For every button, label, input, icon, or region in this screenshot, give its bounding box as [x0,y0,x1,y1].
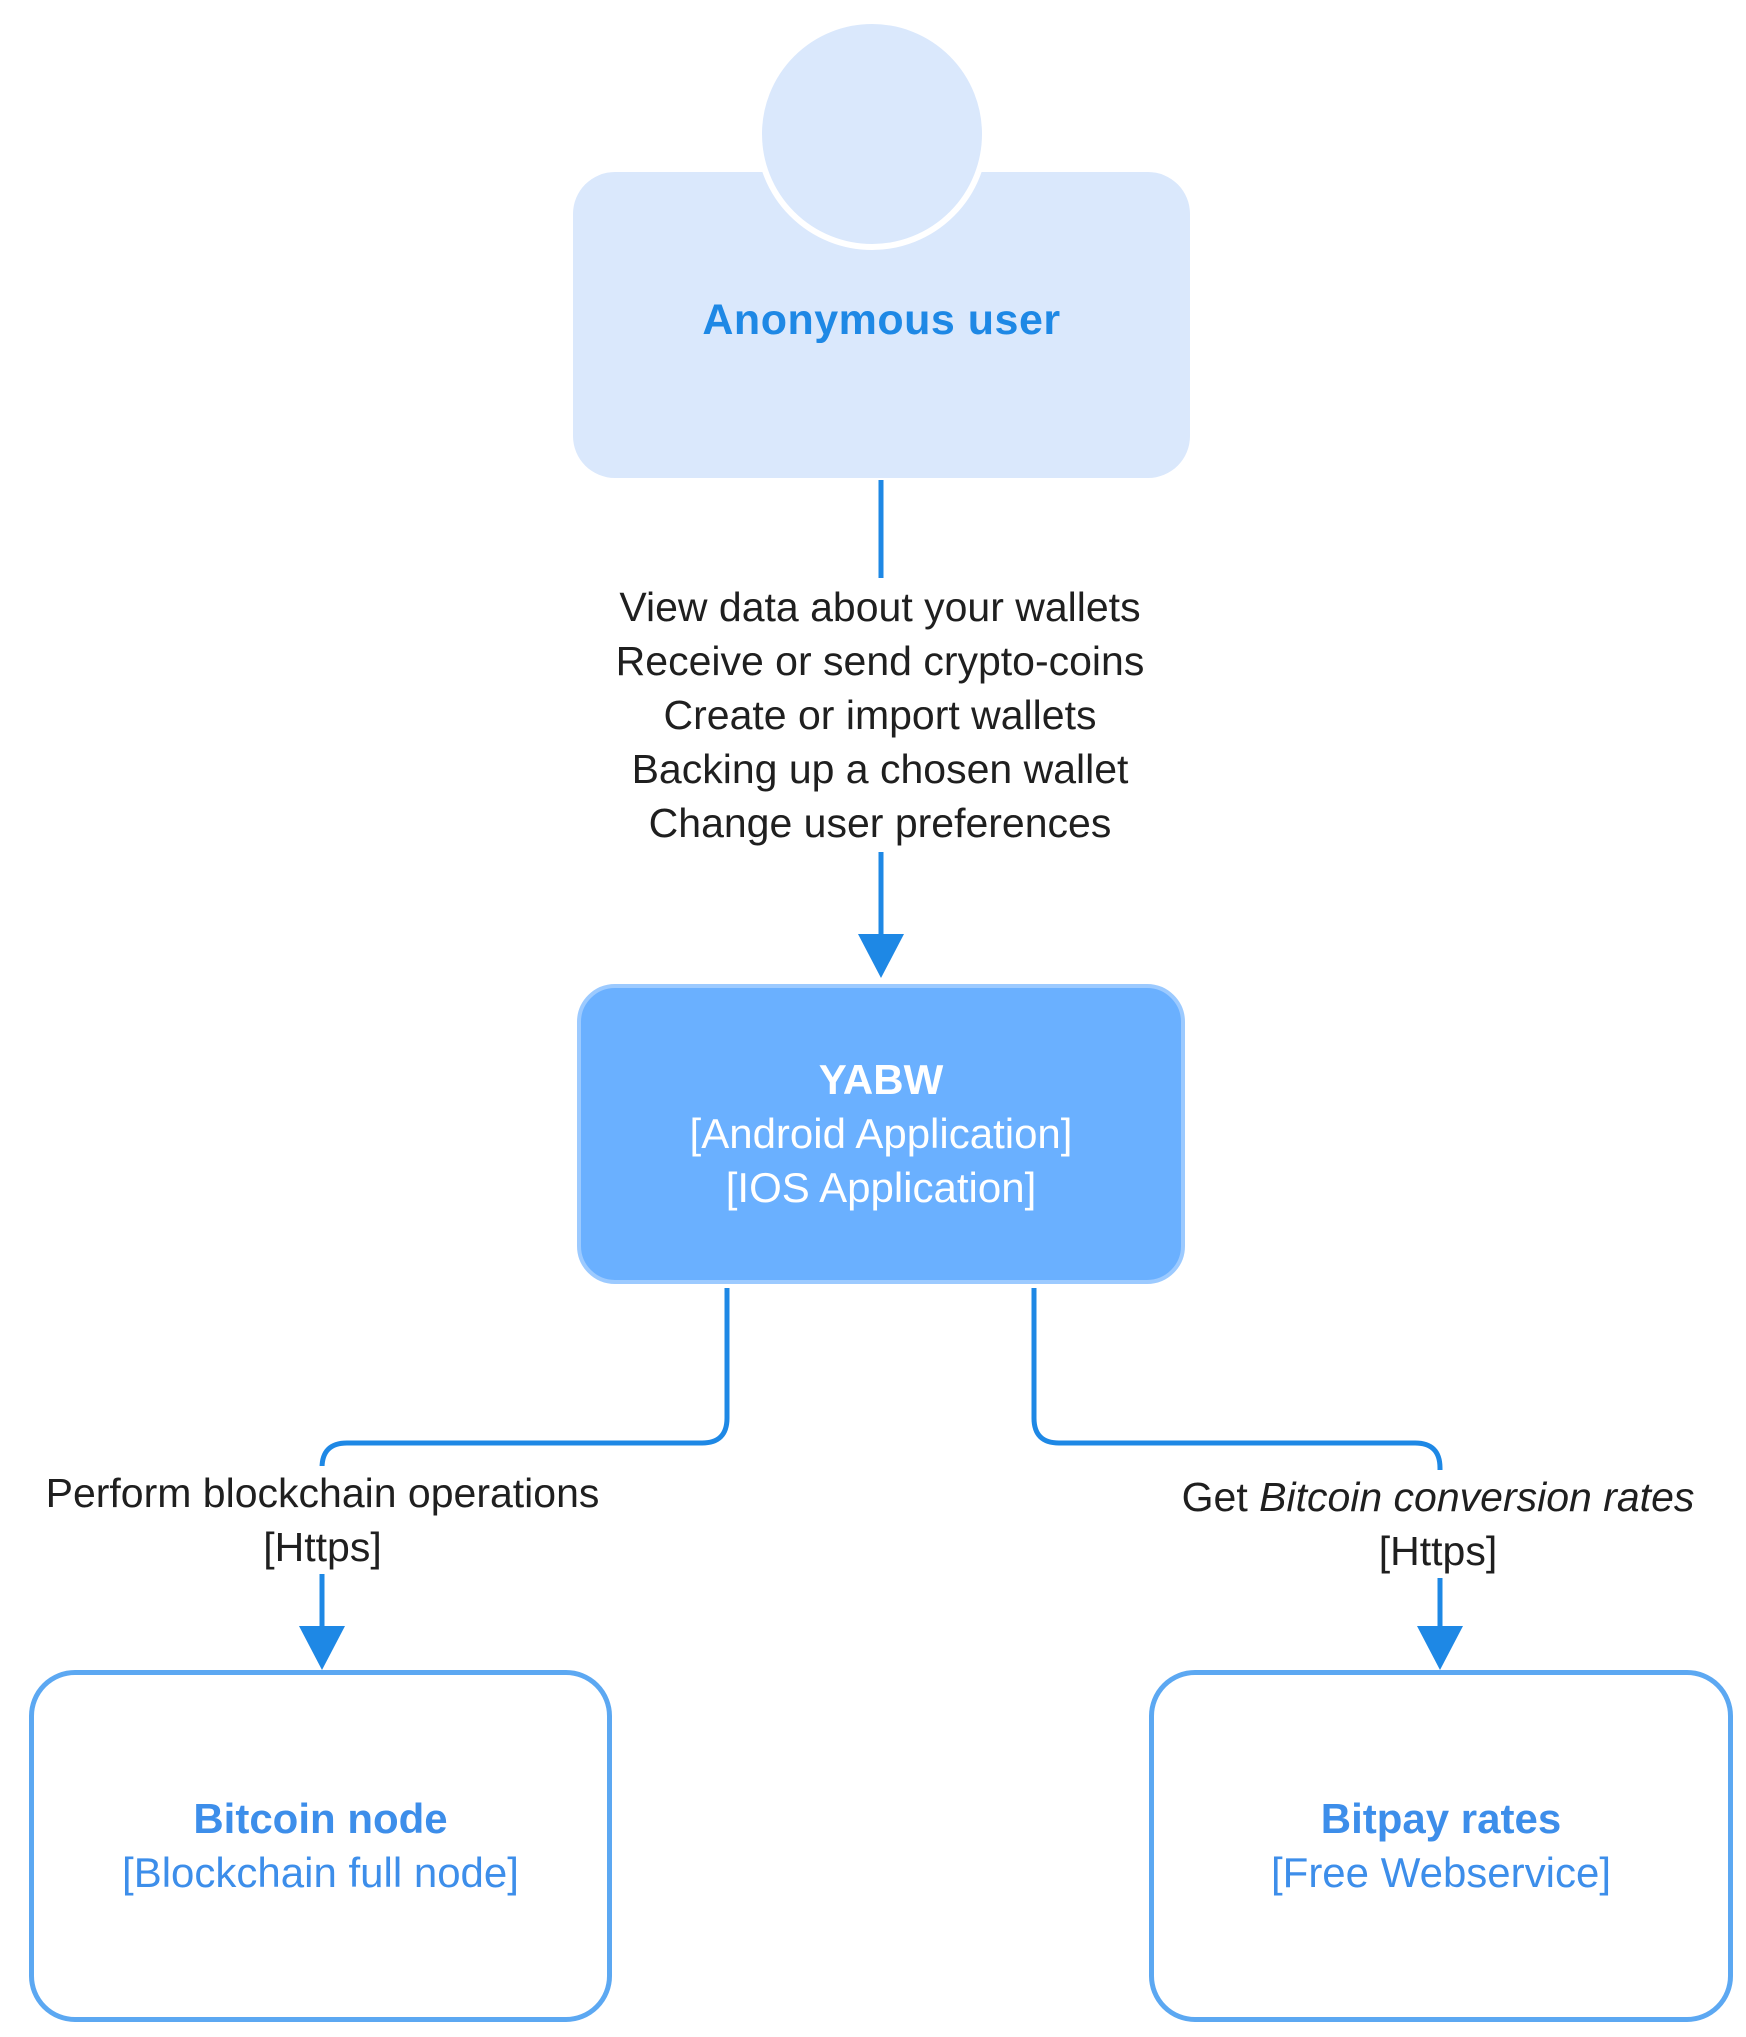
connector-app-to-bitpay-rates [1031,1288,1443,1630]
app-node-tech-android: [Android Application] [689,1110,1073,1157]
arrowhead-app-to-bitcoin-node [299,1626,345,1670]
user-to-app-label: View data about your wallets Receive or … [560,578,1200,852]
app-to-bitcoin-node-label: Perform blockchain operations [Https] [0,1466,645,1574]
app-to-bitpay-rates-label-text: Get Bitcoin conversion rates [1130,1470,1746,1524]
app-to-bitpay-rates-label-prefix: Get [1181,1474,1260,1520]
bitcoin-node: Bitcoin node [Blockchain full node] [29,1670,612,2022]
app-node-tech-ios: [IOS Application] [725,1164,1037,1211]
app-to-bitpay-rates-label-emphasis: Bitcoin conversion rates [1259,1474,1695,1520]
user-node: Anonymous user [573,172,1190,478]
app-to-bitcoin-node-label-text: Perform blockchain operations [45,1470,600,1516]
app-to-bitcoin-node-protocol: [Https] [263,1524,382,1570]
user-to-app-label-line: Backing up a chosen wallet [631,746,1129,792]
app-to-bitpay-rates-label: Get Bitcoin conversion rates [Https] [1130,1470,1746,1578]
arrowhead-user-to-app [858,934,904,978]
app-to-bitpay-rates-protocol: [Https] [1378,1528,1498,1574]
user-to-app-label-line: Receive or send crypto-coins [615,638,1145,684]
bitpay-rates-node-tech: [Free Webservice] [1271,1849,1611,1896]
bitcoin-node-tech: [Blockchain full node] [122,1849,519,1896]
user-to-app-label-line: Create or import wallets [663,692,1097,738]
user-node-name: Anonymous user [702,296,1061,344]
user-to-app-label-line: Change user preferences [648,800,1112,846]
bitcoin-node-name: Bitcoin node [193,1795,448,1842]
app-node: YABW [Android Application] [IOS Applicat… [577,984,1185,1284]
person-icon [756,18,988,250]
arrowhead-app-to-bitpay-rates [1417,1626,1463,1670]
bitpay-rates-node: Bitpay rates [Free Webservice] [1149,1670,1733,2022]
user-to-app-label-line: View data about your wallets [619,584,1141,630]
app-node-name: YABW [818,1056,944,1103]
bitpay-rates-node-name: Bitpay rates [1320,1795,1562,1842]
connector-app-to-bitcoin-node [319,1288,730,1630]
